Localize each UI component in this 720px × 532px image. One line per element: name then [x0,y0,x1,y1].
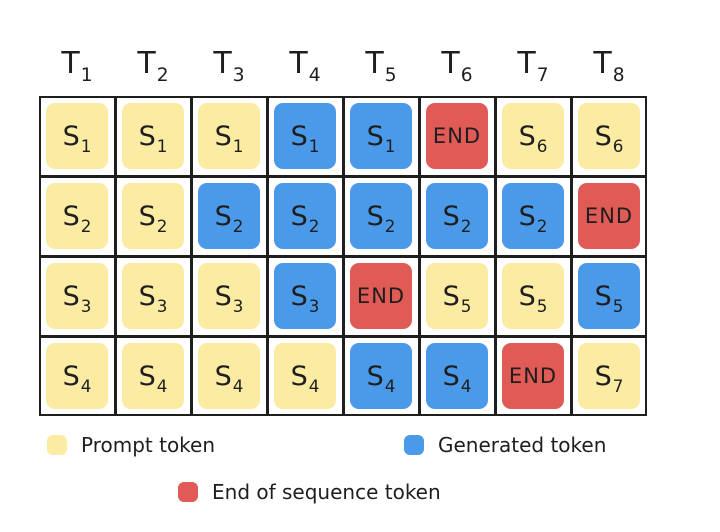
legend-generated: Generated token [404,433,606,457]
end-token-cell: END [426,103,488,169]
legend-prompt-label: Prompt token [81,433,216,457]
token-label: S2 [366,200,396,237]
token-label: S2 [138,200,168,237]
token-label: END [432,124,482,148]
prompt-token-cell: S7 [578,343,640,409]
generated-token-cell: S2 [426,183,488,249]
generated-token-cell: S3 [274,263,336,329]
token-label: S1 [290,120,320,157]
token-label: S2 [62,200,92,237]
prompt-token-cell: S3 [122,263,184,329]
generated-token-cell: S1 [350,103,412,169]
legend-end: End of sequence token [178,480,441,504]
token-label: S1 [138,120,168,157]
token-label: S3 [138,280,168,317]
prompt-token-cell: S6 [578,103,640,169]
token-label: END [584,204,634,228]
token-label: S4 [442,360,472,397]
prompt-token-cell: S4 [198,343,260,409]
generated-token-cell: S2 [198,183,260,249]
column-header: T1 [61,46,93,87]
generated-token-cell: S2 [274,183,336,249]
token-label: S3 [62,280,92,317]
prompt-token-cell: S1 [46,103,108,169]
token-label: S2 [518,200,548,237]
prompt-token-cell: S6 [502,103,564,169]
column-header: T5 [365,46,397,87]
prompt-token-cell: S3 [198,263,260,329]
prompt-token-cell: S1 [198,103,260,169]
prompt-token-cell: S5 [502,263,564,329]
end-token-cell: END [502,343,564,409]
legend-end-swatch [178,482,198,502]
token-label: S5 [442,280,472,317]
token-label: S7 [594,360,624,397]
grid-row-divider [39,255,647,258]
prompt-token-cell: S2 [46,183,108,249]
column-header: T8 [593,46,625,87]
prompt-token-cell: S2 [122,183,184,249]
prompt-token-cell: S5 [426,263,488,329]
column-header: T4 [289,46,321,87]
prompt-token-cell: S3 [46,263,108,329]
column-header: T7 [517,46,549,87]
token-label: S4 [214,360,244,397]
generated-token-cell: S4 [350,343,412,409]
column-header: T3 [213,46,245,87]
prompt-token-cell: S1 [122,103,184,169]
token-label: S4 [290,360,320,397]
token-label: END [508,364,558,388]
prompt-token-cell: S4 [122,343,184,409]
token-label: S2 [442,200,472,237]
token-label: END [356,284,406,308]
grid-row-divider [39,175,647,178]
prompt-token-cell: S4 [274,343,336,409]
token-label: S3 [290,280,320,317]
token-label: S5 [594,280,624,317]
generated-token-cell: S5 [578,263,640,329]
generated-token-cell: S2 [350,183,412,249]
legend-prompt: Prompt token [47,433,215,457]
token-label: S1 [214,120,244,157]
token-label: S4 [366,360,396,397]
token-label: S5 [518,280,548,317]
token-label: S4 [138,360,168,397]
column-header: T2 [137,46,169,87]
grid-row-divider [39,335,647,338]
token-label: S6 [594,120,624,157]
generated-token-cell: S4 [426,343,488,409]
token-label: S1 [366,120,396,157]
end-token-cell: END [578,183,640,249]
token-label: S4 [62,360,92,397]
column-header: T6 [441,46,473,87]
legend-generated-swatch [404,435,424,455]
legend-prompt-swatch [47,435,67,455]
token-label: S1 [62,120,92,157]
prompt-token-cell: S4 [46,343,108,409]
legend-end-label: End of sequence token [212,480,441,504]
generated-token-cell: S1 [274,103,336,169]
token-label: S6 [518,120,548,157]
token-label: S3 [214,280,244,317]
token-label: S2 [214,200,244,237]
end-token-cell: END [350,263,412,329]
generated-token-cell: S2 [502,183,564,249]
token-label: S2 [290,200,320,237]
legend-generated-label: Generated token [438,433,607,457]
